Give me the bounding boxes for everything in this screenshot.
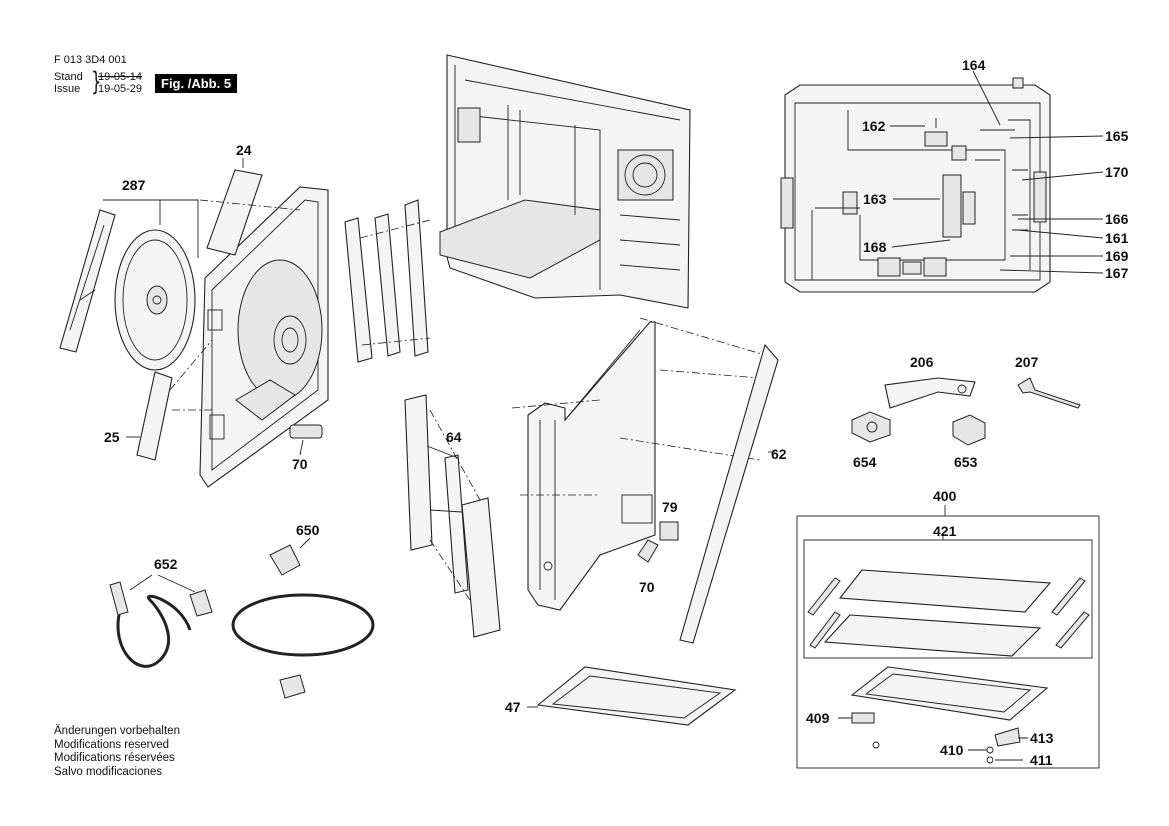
label-654: 654 [853, 454, 877, 470]
label-169: 169 [1105, 248, 1129, 264]
rails-64 [404, 394, 501, 638]
hex-key-207 [1017, 377, 1081, 409]
label-653: 653 [954, 454, 978, 470]
main-frame [439, 54, 691, 309]
label-62: 62 [771, 446, 787, 462]
label-410: 410 [940, 742, 964, 758]
label-163: 163 [863, 191, 887, 207]
spare-kit-box-400 [796, 505, 1100, 769]
power-cord-650 [231, 537, 375, 699]
label-409: 409 [806, 710, 830, 726]
label-162: 162 [862, 118, 886, 134]
foot-70-left [289, 424, 323, 439]
label-79: 79 [662, 499, 678, 515]
label-287: 287 [122, 177, 146, 193]
control-housing-inset [780, 70, 1104, 293]
side-panel [199, 186, 329, 488]
label-70-left: 70 [292, 456, 308, 472]
label-70-center: 70 [639, 579, 655, 595]
base-frame-47 [527, 666, 737, 726]
label-165: 165 [1105, 128, 1129, 144]
label-25: 25 [104, 429, 120, 445]
issue-label: Issue [54, 83, 81, 95]
label-413: 413 [1030, 730, 1054, 746]
label-164: 164 [962, 57, 986, 73]
label-206: 206 [910, 354, 934, 370]
stand-date: 19-05-14 [98, 71, 143, 83]
foot-70-center [637, 539, 659, 563]
issue-date: 19-05-29 [98, 83, 143, 95]
fan-blade [114, 229, 196, 371]
modification-notes: Änderungen vorbehalten Modifications res… [54, 725, 180, 779]
label-170: 170 [1105, 164, 1129, 180]
figure-label: Fig. /Abb. 5 [155, 74, 238, 93]
usb-cable-652 [109, 574, 213, 668]
label-411: 411 [1030, 752, 1053, 768]
note-en: Modifications reserved [54, 738, 170, 751]
label-207: 207 [1015, 354, 1039, 370]
label-421: 421 [933, 523, 957, 539]
label-24: 24 [236, 142, 252, 158]
cover-strip-287 [59, 209, 116, 353]
label-64: 64 [446, 429, 462, 445]
note-fr: Modifications réservées [54, 752, 175, 765]
label-167: 167 [1105, 265, 1129, 281]
document-number: F 013 3D4 001 [54, 54, 127, 66]
scraper-206 [884, 377, 976, 409]
bracket-25 [136, 371, 173, 461]
side-plate-62 [679, 343, 779, 644]
bracket-24 [206, 169, 263, 256]
brace-icon: } [91, 67, 102, 97]
note-es: Salvo modificaciones [54, 765, 163, 778]
label-168: 168 [863, 239, 887, 255]
label-166: 166 [1105, 211, 1129, 227]
lower-housing [511, 317, 766, 611]
rails-upper [344, 199, 431, 363]
label-161: 161 [1105, 230, 1129, 246]
clip-654 [851, 411, 891, 443]
label-650: 650 [296, 522, 320, 538]
label-400: 400 [933, 488, 957, 504]
label-47: 47 [505, 699, 521, 715]
stand-label: Stand [54, 71, 83, 83]
switch-79 [659, 521, 679, 541]
note-de: Änderungen vorbehalten [54, 725, 180, 737]
label-652: 652 [154, 556, 178, 572]
clip-653 [952, 414, 986, 446]
